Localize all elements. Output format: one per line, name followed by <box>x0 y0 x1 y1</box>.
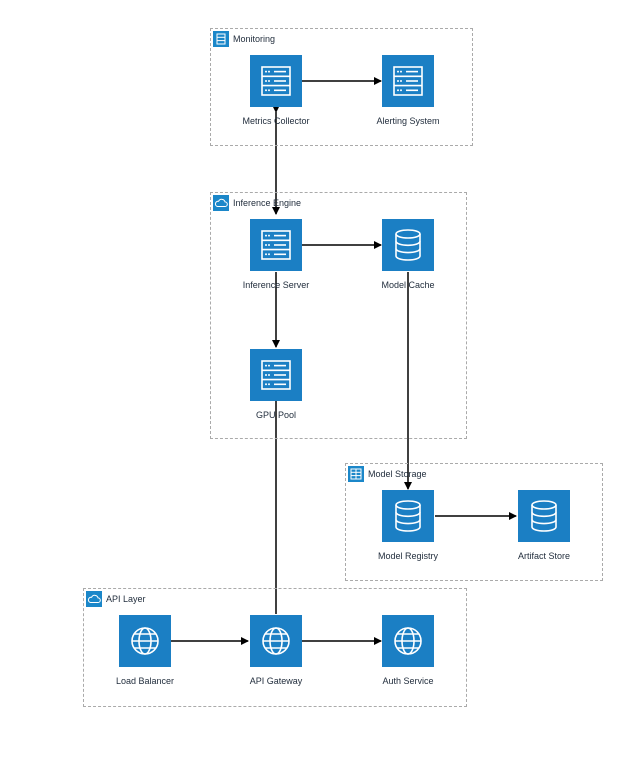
inference-server-node[interactable]: Inference Server <box>216 219 336 290</box>
server-icon <box>250 349 302 401</box>
auth-service-node[interactable]: Auth Service <box>348 615 468 686</box>
node-label: Artifact Store <box>517 551 571 561</box>
node-label: Auth Service <box>382 676 434 686</box>
server-rack-icon <box>213 31 229 47</box>
node-label: Alerting System <box>376 116 440 126</box>
node-label: Metrics Collector <box>242 116 310 126</box>
api-layer-group: API Layer <box>83 588 467 707</box>
server-icon <box>250 219 302 271</box>
cloud-icon <box>213 195 229 211</box>
alerting-system-node[interactable]: Alerting System <box>348 55 468 126</box>
globe-icon <box>119 615 171 667</box>
globe-icon <box>382 615 434 667</box>
load-balancer-node[interactable]: Load Balancer <box>85 615 205 686</box>
node-label: Load Balancer <box>115 676 175 686</box>
group-title: Model Storage <box>368 469 427 479</box>
inference-engine-group: Inference Engine <box>210 192 467 439</box>
server-icon <box>250 55 302 107</box>
node-label: Model Registry <box>377 551 439 561</box>
cloud-icon <box>86 591 102 607</box>
database-icon <box>382 219 434 271</box>
model-registry-node[interactable]: Model Registry <box>348 490 468 561</box>
model-cache-node[interactable]: Model Cache <box>348 219 468 290</box>
node-label: Inference Server <box>242 280 310 290</box>
node-label: API Gateway <box>249 676 303 686</box>
group-title: API Layer <box>106 594 146 604</box>
metrics-collector-node[interactable]: Metrics Collector <box>216 55 336 126</box>
gpu-pool-node[interactable]: GPU Pool <box>216 349 336 420</box>
node-label: Model Cache <box>381 280 435 290</box>
database-icon <box>382 490 434 542</box>
group-title: Inference Engine <box>233 198 302 208</box>
model-storage-group: Model Storage <box>345 463 603 581</box>
artifact-store-node[interactable]: Artifact Store <box>484 490 604 561</box>
group-title: Monitoring <box>233 34 276 44</box>
globe-icon <box>250 615 302 667</box>
api-gateway-node[interactable]: API Gateway <box>216 615 336 686</box>
monitoring-group: Monitoring <box>210 28 473 146</box>
server-rack-icon <box>348 466 364 482</box>
server-icon <box>382 55 434 107</box>
database-icon <box>518 490 570 542</box>
node-label: GPU Pool <box>255 410 297 420</box>
